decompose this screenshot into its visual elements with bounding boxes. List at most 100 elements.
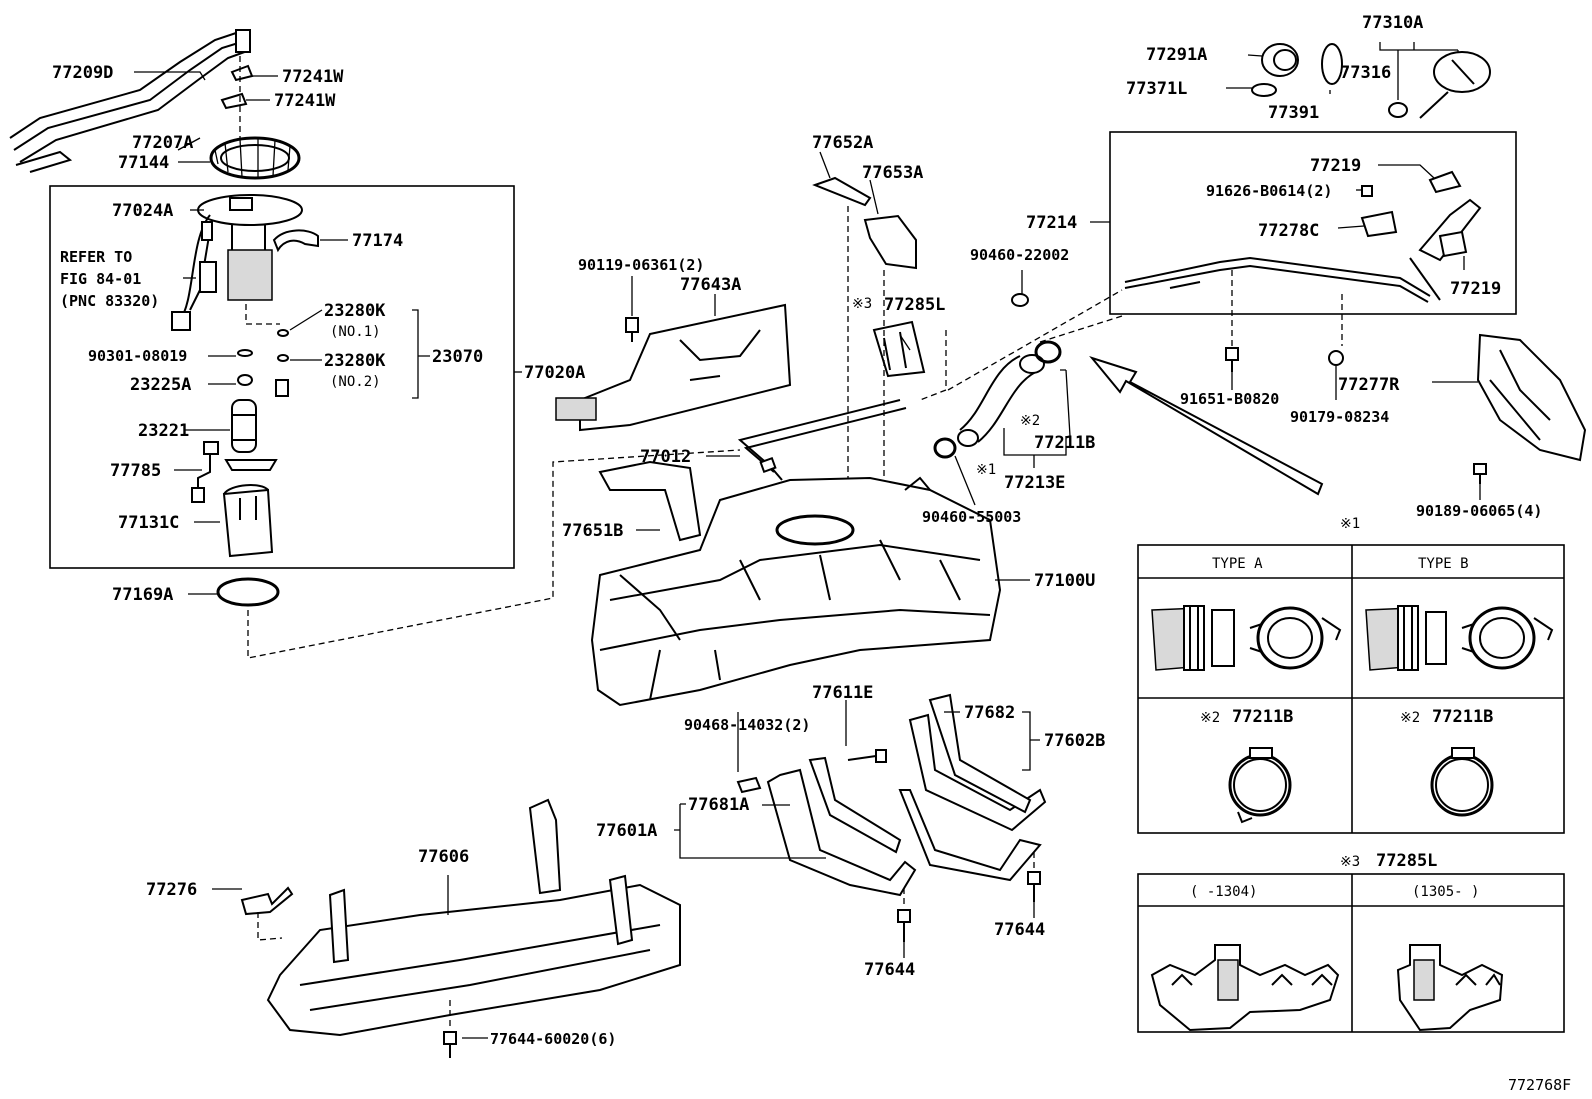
label-77241w-b: 77241W xyxy=(274,91,336,111)
inset1-mark2-b: ※2 xyxy=(1400,710,1420,726)
label-90301-08019: 90301-08019 xyxy=(88,347,187,365)
bolt-77644-b xyxy=(1027,871,1041,902)
pump-harness-77785 xyxy=(191,441,219,503)
inset1-mark: ※1 xyxy=(1340,516,1360,532)
label-77611e: 77611E xyxy=(812,683,873,703)
clip-90468 xyxy=(736,776,762,794)
label-77219-b: 77219 xyxy=(1450,279,1501,299)
inset3-range-a: ( -1304) xyxy=(1190,884,1257,900)
label-77644-a: 77644 xyxy=(864,960,915,980)
label-77241w-a: 77241W xyxy=(282,67,344,87)
label-77169a: 77169A xyxy=(112,585,173,605)
label-77276: 77276 xyxy=(146,880,197,900)
label-77012: 77012 xyxy=(640,447,691,467)
label-no1: (NO.1) xyxy=(330,324,381,340)
bracket-77278c xyxy=(1360,210,1398,238)
label-77213e: 77213E xyxy=(1004,473,1065,493)
label-77277r: 77277R xyxy=(1338,375,1400,395)
label-77391: 77391 xyxy=(1268,103,1319,123)
nut-90179 xyxy=(1328,350,1344,366)
label-90468: 90468-14032(2) xyxy=(684,716,810,734)
label-no2: (NO.2) xyxy=(330,374,381,390)
filler-clamp-77219-a xyxy=(1428,170,1462,194)
type-b-clamp xyxy=(1430,747,1494,817)
gasket-77371l xyxy=(1251,83,1277,97)
type-b-connector xyxy=(1461,606,1554,670)
label-77211b: 77211B xyxy=(1034,433,1095,453)
inset3-mark: ※3 xyxy=(1340,854,1360,870)
label-77131c: 77131C xyxy=(118,513,179,533)
tank-band-77651b xyxy=(598,460,702,542)
label-77682: 77682 xyxy=(964,703,1015,723)
snap-ring-77391 xyxy=(1321,43,1343,85)
fuel-line-clip-upper xyxy=(230,64,254,82)
label-77020a: 77020A xyxy=(524,363,585,383)
inset-clamp-versions: ※3 77285L ( -1304) (1305- ) xyxy=(1137,851,1565,1033)
reference-note-line2: FIG 84-01 xyxy=(60,270,141,288)
protector-77643a xyxy=(555,303,792,432)
label-77606: 77606 xyxy=(418,847,469,867)
check-valve xyxy=(275,379,289,397)
label-77601a: 77601A xyxy=(596,821,657,841)
fuel-inlet-77291a xyxy=(1261,43,1299,77)
bolt-90189 xyxy=(1473,463,1487,484)
label-23225a: 23225A xyxy=(130,375,191,395)
hose-clamp-90460-22002 xyxy=(1011,293,1029,307)
label-77291a: 77291A xyxy=(1146,45,1207,65)
label-77316: 77316 xyxy=(1340,63,1391,83)
pad-77652a xyxy=(812,176,872,207)
fuel-line-clip-lower xyxy=(220,92,248,110)
label-77643a: 77643A xyxy=(680,275,741,295)
label-91626: 91626-B0614(2) xyxy=(1206,182,1332,200)
label-90179: 90179-08234 xyxy=(1290,408,1389,426)
label-90189: 90189-06065(4) xyxy=(1416,502,1542,520)
bolt-77611e xyxy=(847,749,887,763)
bolt-91651 xyxy=(1225,347,1239,372)
vent-tube-77012 xyxy=(737,399,907,481)
reference-note-line3: (PNC 83320) xyxy=(60,292,159,310)
pump-wire-harness xyxy=(171,214,213,331)
label-77785: 77785 xyxy=(110,461,161,481)
label-77174: 77174 xyxy=(352,231,403,251)
mark-2-a: ※2 xyxy=(1020,413,1040,429)
gasket-dash xyxy=(247,449,741,659)
pump-gasket xyxy=(216,577,280,607)
inset1-type-a: TYPE A xyxy=(1212,556,1263,572)
label-77602b: 77602B xyxy=(1044,731,1105,751)
label-77681a: 77681A xyxy=(688,795,749,815)
inset1-clamp-b-label: 77211B xyxy=(1432,707,1493,727)
filler-clamp-77219-b xyxy=(1438,230,1468,258)
label-77144: 77144 xyxy=(118,153,169,173)
type-a-clamp xyxy=(1228,747,1292,824)
pump-dash-1 xyxy=(245,304,280,325)
mark-1-a: ※1 xyxy=(976,462,996,478)
label-23070: 23070 xyxy=(432,347,483,367)
label-77310a: 77310A xyxy=(1362,13,1423,33)
sender-gauge-bracket xyxy=(272,229,319,253)
filler-pipe xyxy=(1124,198,1482,303)
bolt-91626 xyxy=(1361,185,1373,197)
clamp-77285l xyxy=(872,320,926,378)
pump-cup-77131c xyxy=(222,484,274,558)
fuel-pump-assembly-box xyxy=(49,185,515,569)
type-a-hose-end xyxy=(1151,605,1235,671)
label-77644-60020: 77644-60020(6) xyxy=(490,1030,616,1048)
label-77219-a: 77219 xyxy=(1310,156,1361,176)
mark-3-a: ※3 xyxy=(852,296,872,312)
clamp-dash xyxy=(919,330,947,401)
washer-90301 xyxy=(237,349,253,357)
filler-dash xyxy=(947,289,1123,391)
label-77024a: 77024A xyxy=(112,201,173,221)
label-77278c: 77278C xyxy=(1258,221,1319,241)
label-77209d: 77209D xyxy=(52,63,113,83)
inset3-range-b: (1305- ) xyxy=(1412,884,1479,900)
label-91651: 91651-B0820 xyxy=(1180,390,1279,408)
inset1-mark2-a: ※2 xyxy=(1200,710,1220,726)
label-23280k-1: 23280K xyxy=(324,301,386,321)
pad-77653a xyxy=(863,214,917,270)
label-77207a: 77207A xyxy=(132,133,193,153)
cap-gasket-77316 xyxy=(1388,102,1408,118)
fuel-pump-23221 xyxy=(224,399,278,471)
hose-clamp-lower xyxy=(933,437,957,459)
